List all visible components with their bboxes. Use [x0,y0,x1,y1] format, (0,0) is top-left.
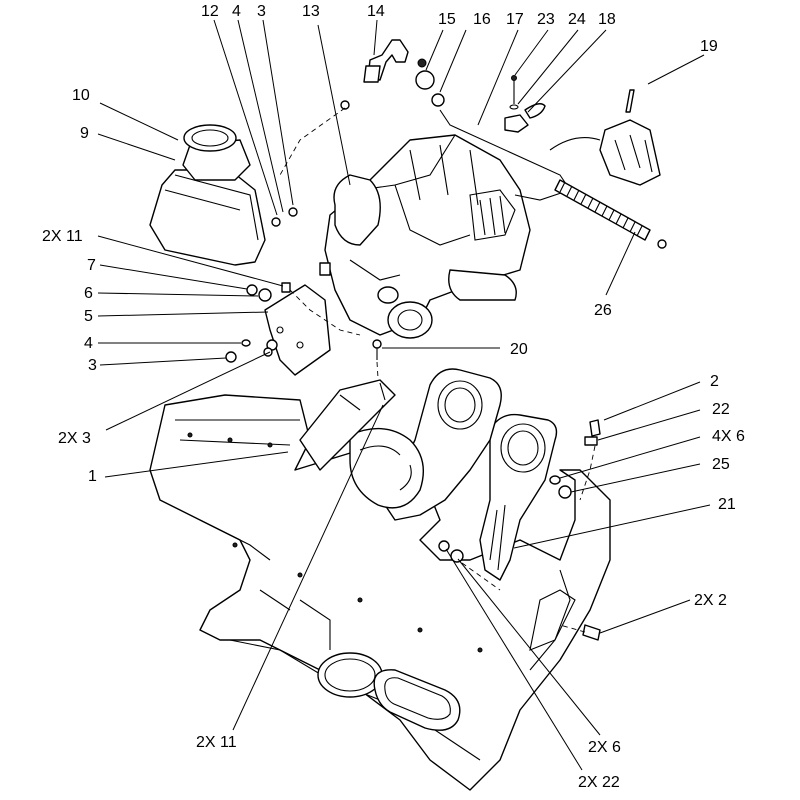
callout-15: 15 [438,11,456,28]
callout-20: 20 [510,341,528,358]
callout-5: 5 [84,308,93,325]
right-hardware [549,419,601,641]
callout-14: 14 [367,3,385,20]
callout-17: 17 [506,11,524,28]
bolt-20 [372,339,382,360]
auger-spring [554,179,667,249]
callout-1: 1 [88,468,97,485]
callout-2x11-left: 2X 11 [42,228,83,245]
leader-lines [97,19,711,771]
callout-3-top: 3 [257,3,266,20]
callout-2x2: 2X 2 [694,592,727,609]
callout-23: 23 [537,11,555,28]
callout-2x22: 2X 22 [578,774,620,791]
engine [319,134,531,339]
control-lever [504,75,546,133]
callout-19: 19 [700,38,718,55]
callout-2x11-bottom: 2X 11 [196,734,237,751]
fuel-tank [149,124,266,266]
side-plate [479,413,558,581]
callout-2x6: 2X 6 [588,739,621,756]
center-bracket [299,379,396,471]
fittings [340,58,445,110]
callout-9: 9 [80,125,89,142]
callout-2: 2 [710,373,719,390]
callout-2x3: 2X 3 [58,430,91,447]
lower-hardware [438,540,464,563]
callout-18: 18 [598,11,616,28]
fuel-line [363,39,409,83]
impeller-plate [349,368,502,521]
callout-labels: 12 4 3 13 14 15 16 17 23 24 18 19 10 9 2… [42,3,745,791]
ignition-bracket [549,119,661,186]
callout-25: 25 [712,456,730,473]
callout-21: 21 [718,496,736,513]
callout-24: 24 [568,11,586,28]
callout-10: 10 [72,87,90,104]
callout-4x6: 4X 6 [712,428,745,445]
callout-3-left: 3 [88,357,97,374]
left-hardware [225,207,298,363]
callout-12: 12 [201,3,219,20]
housing-frame [149,394,611,791]
callout-22: 22 [712,401,730,418]
pin [625,89,635,113]
callout-26: 26 [594,302,612,319]
mounting-bracket [264,284,331,376]
callout-13: 13 [302,3,320,20]
callout-4-top: 4 [232,3,241,20]
callout-16: 16 [473,11,491,28]
callout-7: 7 [87,257,96,274]
callout-6: 6 [84,285,93,302]
callout-4-left: 4 [84,335,93,352]
